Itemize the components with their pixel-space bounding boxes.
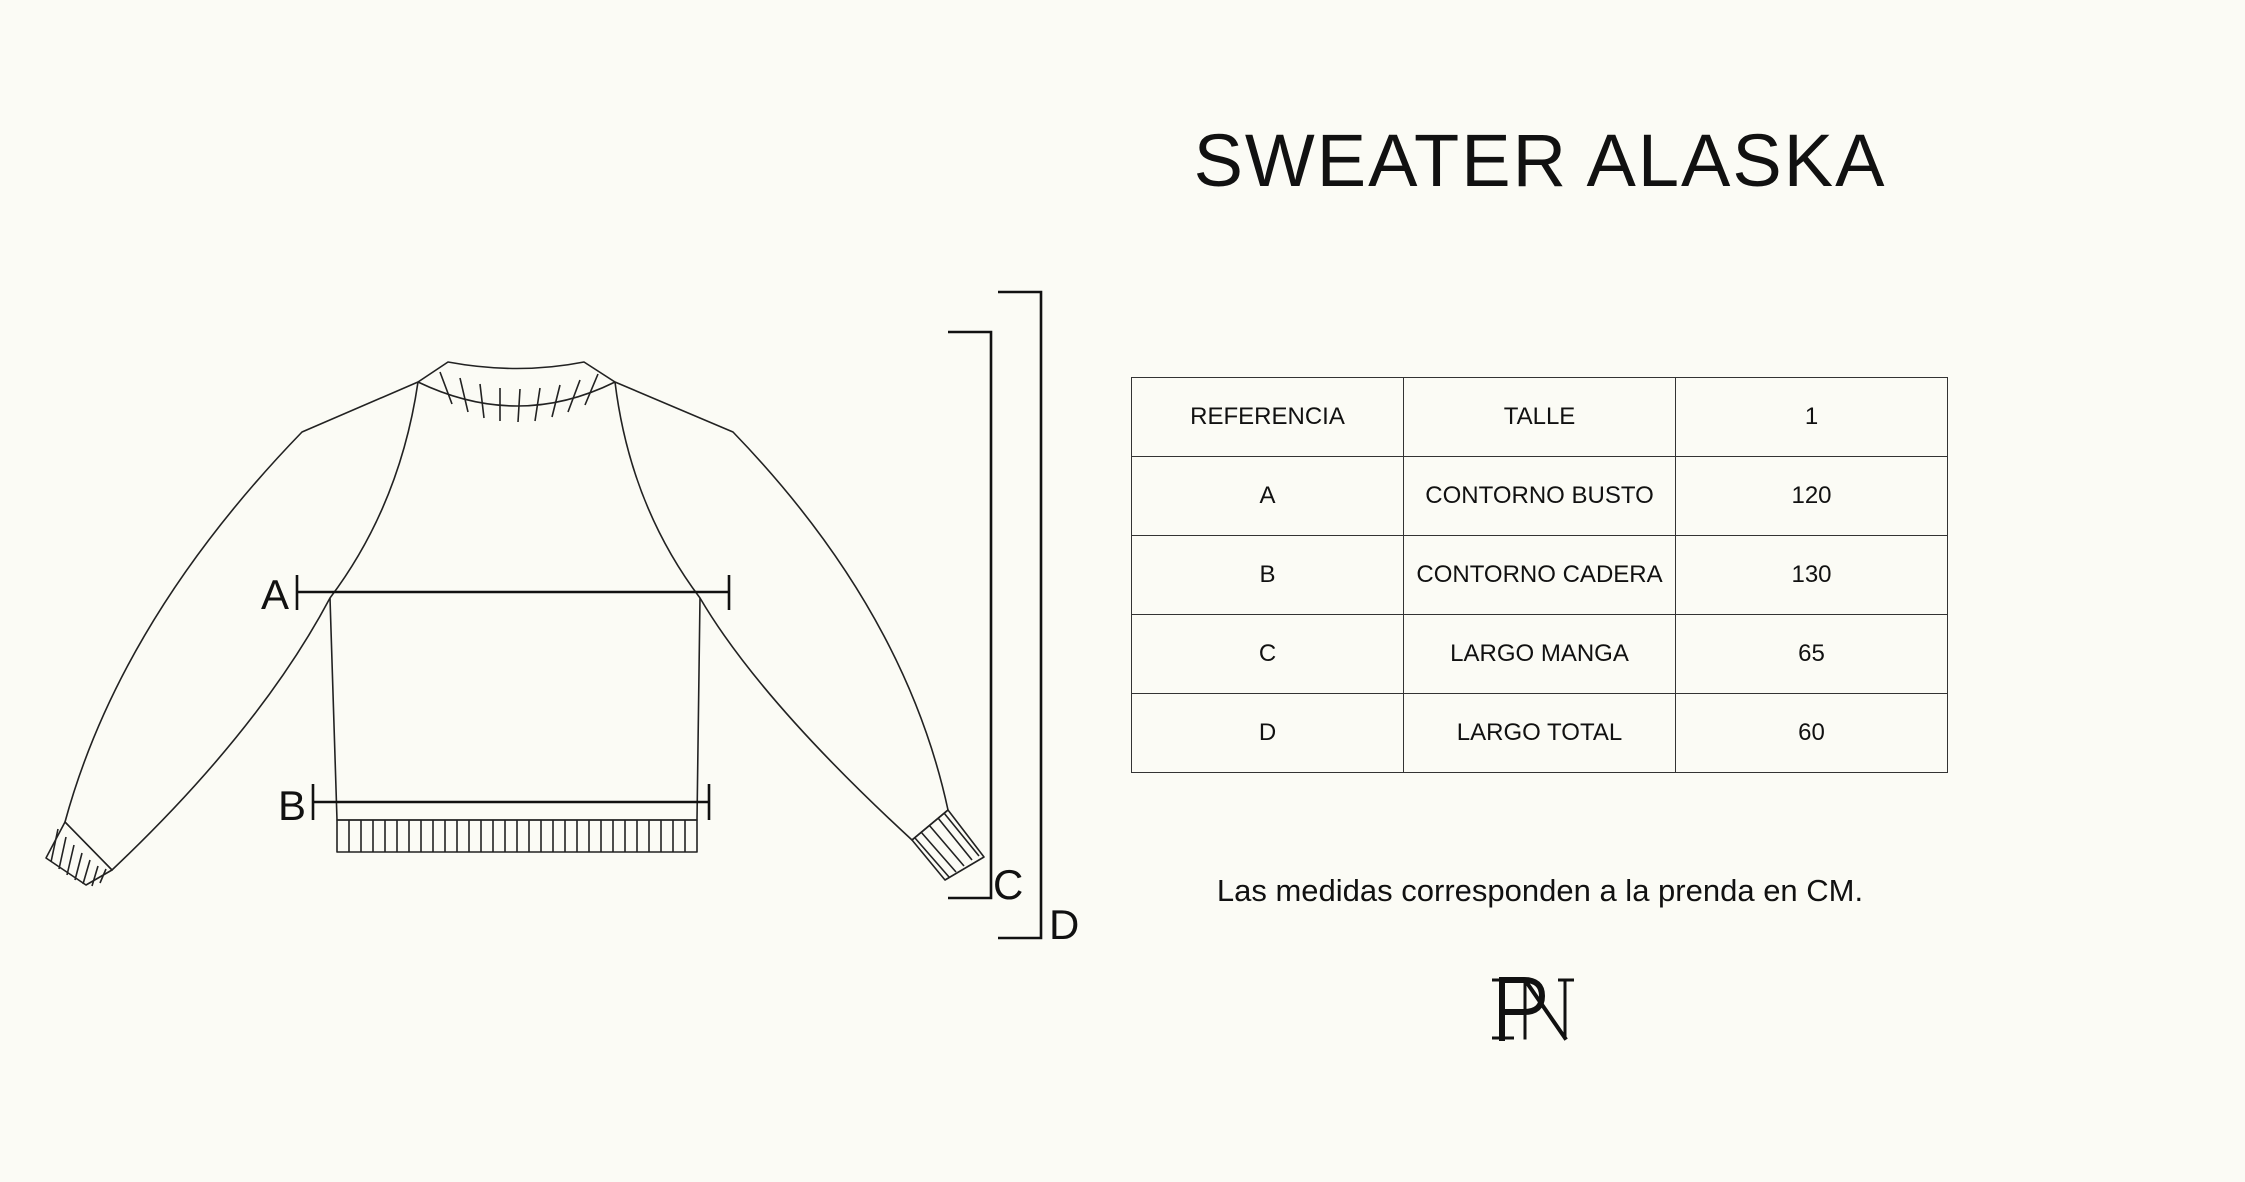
size-table: REFERENCIA TALLE 1 A CONTORNO BUSTO 120 …: [1131, 377, 1948, 773]
measure-c-bracket: [948, 330, 993, 900]
table-cell: 60: [1675, 693, 1948, 773]
table-cell: C: [1131, 614, 1404, 694]
label-b: B: [278, 782, 306, 829]
table-cell: A: [1131, 456, 1404, 536]
right-cuff: [911, 809, 985, 881]
table-row: A CONTORNO BUSTO 120: [1131, 456, 1948, 536]
table-cell: CONTORNO CADERA: [1403, 535, 1676, 615]
label-d: D: [1049, 901, 1079, 948]
table-header-cell: REFERENCIA: [1131, 377, 1404, 457]
measurement-note: Las medidas corresponden a la prenda en …: [1216, 873, 1864, 908]
left-cuff: [45, 821, 113, 886]
label-c: C: [993, 861, 1023, 908]
page-title: SWEATER ALASKA: [1193, 119, 1887, 202]
table-cell: 120: [1675, 456, 1948, 536]
hem-rib-lines: [348, 820, 686, 852]
table-row: D LARGO TOTAL 60: [1131, 693, 1948, 773]
right-cuff-ribbing: [914, 812, 980, 878]
brand-logo: [1492, 977, 1574, 1041]
table-header-cell: 1: [1675, 377, 1948, 457]
collar-ribbing: [439, 371, 599, 423]
table-cell: 65: [1675, 614, 1948, 694]
table-header-cell: TALLE: [1403, 377, 1676, 457]
left-sleeve: [64, 381, 419, 871]
sweater-body: [329, 597, 701, 821]
table-cell: B: [1131, 535, 1404, 615]
measure-d-bracket: [998, 290, 1043, 940]
right-sleeve: [614, 381, 949, 841]
table-cell: LARGO MANGA: [1403, 614, 1676, 694]
label-a: A: [261, 571, 289, 618]
table-header-row: REFERENCIA TALLE 1: [1131, 377, 1948, 457]
left-cuff-ribbing: [50, 828, 107, 887]
table-cell: D: [1131, 693, 1404, 773]
table-cell: CONTORNO BUSTO: [1403, 456, 1676, 536]
table-row: C LARGO MANGA 65: [1131, 614, 1948, 694]
table-cell: LARGO TOTAL: [1403, 693, 1676, 773]
collar-outline: [417, 361, 616, 407]
sweater-technical-drawing: A B C D: [45, 290, 1079, 948]
table-row: B CONTORNO CADERA 130: [1131, 535, 1948, 615]
table-cell: 130: [1675, 535, 1948, 615]
